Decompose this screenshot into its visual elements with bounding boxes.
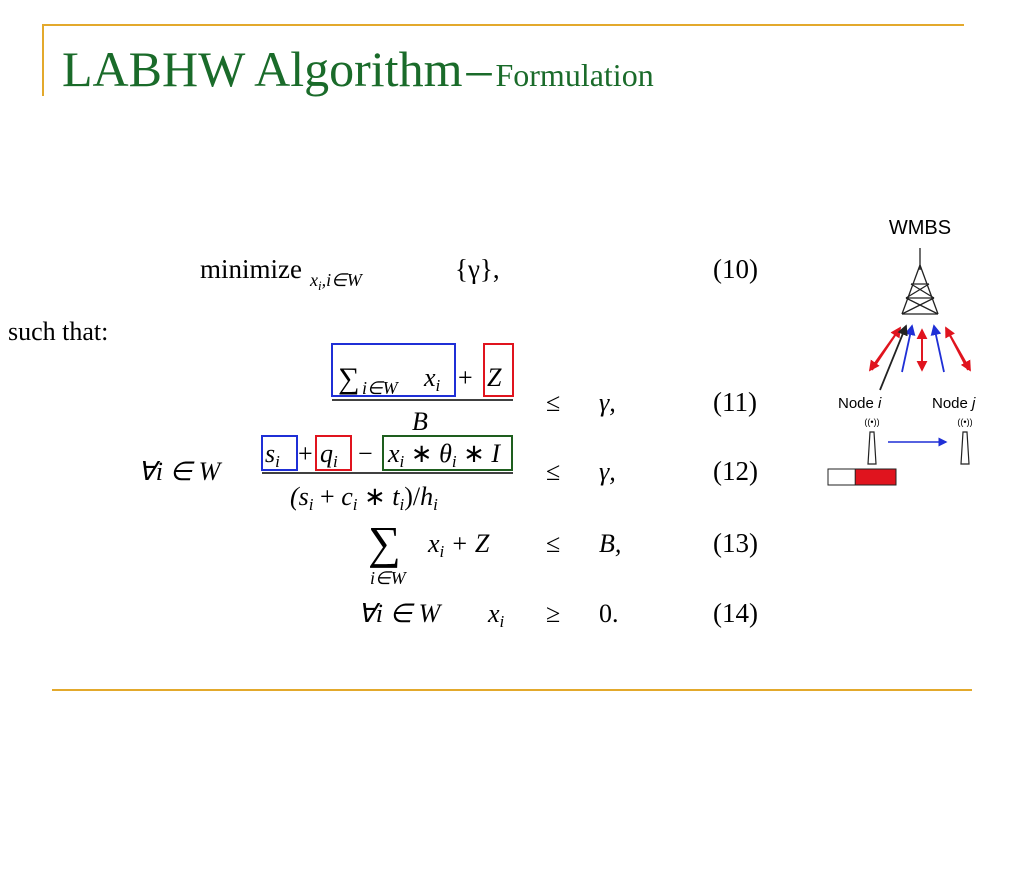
forall-12: ∀i ∈ W [138,457,223,486]
formulation: minimize xi,i∈W {γ}, (10) such that: ∑ i… [8,254,758,631]
rhs-12: γ, [599,457,616,486]
link-arrows [868,324,971,391]
top-accent-line [42,24,964,26]
eq-number-11: (11) [713,387,757,417]
buffer-bar-fill [854,468,897,486]
node-i-label: Node i [838,395,882,412]
uplink-arrow [901,324,916,373]
wmbs-label: WMBS [889,217,951,239]
objective-subscript: xi,i∈W [309,270,364,293]
slide-title: LABHW Algorithm – Formulation [62,40,654,98]
box-blue-sum [331,343,456,397]
rhs-13: B, [599,529,621,558]
box-blue-s [261,435,298,471]
forall-14: ∀i ∈ W [358,599,443,628]
objective-expression: {γ}, [455,254,500,284]
relation-11: ≤ [546,388,560,417]
network-diagram: WMBS Node i Node j ((•)) ((•)) [827,217,976,486]
constraint-14: ∀i ∈ W xi ≥ 0. (14) [358,598,758,631]
sum-sub-11: i∈W [362,378,400,398]
eq-number-12: (12) [713,456,758,486]
relation-12: ≤ [546,457,560,486]
relation-14: ≥ [546,599,560,628]
constraint-13: ∑ i∈W xi + Z ≤ B, (13) [368,517,758,588]
box-red-q [315,435,352,471]
buffer-bar [827,468,897,486]
downlink-arrow [945,327,971,372]
plus-11: + [458,363,473,392]
uplink-arrow [930,324,945,373]
node-i-uplink-arrow [879,324,908,391]
lhs-13: xi + Z [427,529,490,561]
box-green-xthetaI [382,435,513,471]
constraint-11: ∑ i∈W xi + Z B ≤ γ, (11) [331,343,757,436]
title-sub: Formulation [495,57,654,93]
eq-number-14: (14) [713,598,758,628]
sum-sub-13: i∈W [370,568,408,588]
s-12: si [265,439,280,471]
title-dash: – [466,41,492,97]
denominator-11: B [412,407,428,436]
title-main: LABHW Algorithm [62,41,463,97]
x-14: xi [487,599,505,631]
x-11: xi [423,363,441,395]
minus-12: − [358,439,373,468]
eq-number-10: (10) [713,254,758,284]
x-theta-I: xi ∗ θi ∗ I [387,439,501,471]
box-red-Z [483,343,514,397]
bottom-accent-line [52,689,972,691]
big-sum-13: ∑ [368,517,401,568]
rhs-11: γ, [599,388,616,417]
node-j-icon: ((•)) [957,417,973,465]
objective-row: minimize xi,i∈W {γ}, (10) [200,254,758,293]
node-j-label: Node j [932,395,976,412]
downlink-arrow [868,327,901,372]
sum-sign: ∑ [338,362,359,395]
svg-text:((•)): ((•)) [864,417,879,427]
rhs-14: 0. [599,599,619,628]
tower-icon [901,248,939,315]
such-that-label: such that: [8,317,108,346]
relation-13: ≤ [546,529,560,558]
q-12: qi [320,439,338,471]
denominator-12: (si + ci ∗ ti)/hi [290,482,438,514]
minimize-word: minimize [200,254,302,284]
node-i-icon: ((•)) [864,417,880,465]
Z-11: Z [487,363,502,392]
eq-number-13: (13) [713,528,758,558]
constraint-12: ∀i ∈ W si + qi − xi ∗ θi ∗ I (si + ci ∗ … [138,435,758,514]
left-accent-line [42,24,44,96]
svg-text:((•)): ((•)) [957,417,972,427]
plus-12: + [298,439,313,468]
